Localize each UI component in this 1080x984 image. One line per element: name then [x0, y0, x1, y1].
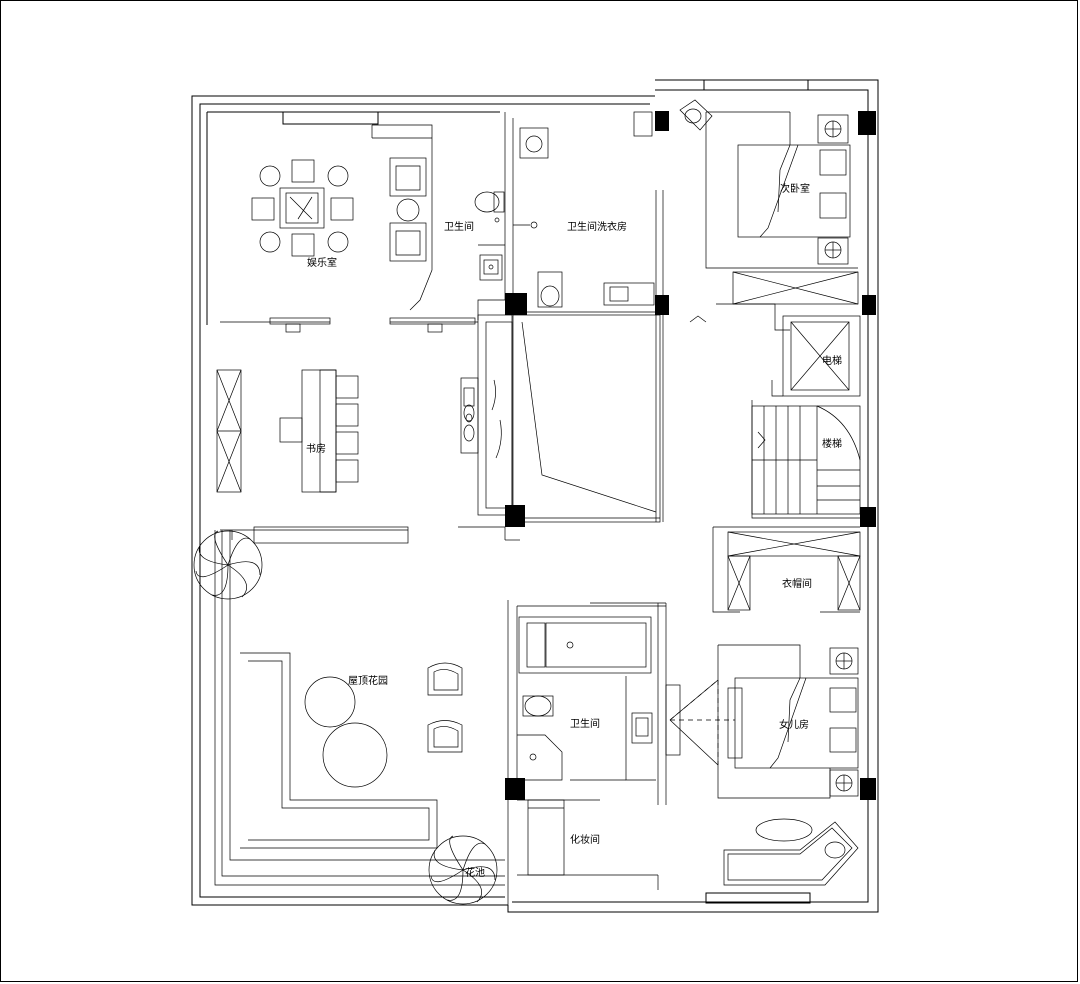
plant-s — [428, 835, 498, 905]
structural-columns — [505, 111, 876, 800]
elevator-stairs — [751, 315, 861, 519]
label-study: 书房 — [306, 442, 326, 455]
label-elevator: 电梯 — [822, 354, 842, 367]
label-bath-laundry: 卫生间洗衣房 — [567, 220, 627, 233]
daughter-room — [669, 644, 859, 886]
roof-garden — [214, 530, 505, 886]
south-bathroom — [507, 600, 681, 905]
second-bedroom — [679, 99, 859, 331]
label-dressing: 化妆间 — [570, 833, 600, 846]
label-second-bedroom: 次卧室 — [780, 182, 810, 195]
outer-walls — [191, 79, 879, 913]
label-bathroom-nw: 卫生间 — [444, 220, 474, 233]
plant-nw — [193, 530, 263, 600]
label-daughter-room: 女儿房 — [779, 718, 809, 731]
laundry-fixtures — [513, 111, 655, 308]
label-cloakroom: 衣帽间 — [782, 577, 812, 590]
interior-walls — [220, 112, 707, 544]
cloakroom — [712, 526, 861, 613]
lounge-seats — [389, 157, 427, 262]
label-flower-pond: 花池 — [465, 866, 485, 879]
room-labels: 娱乐室 卫生间 卫生间洗衣房 次卧室 电梯 楼梯 书房 衣帽间 屋顶花园 卫生间… — [306, 182, 842, 879]
study-furniture — [216, 369, 502, 493]
label-roof-garden: 屋顶花园 — [348, 674, 388, 687]
label-entertainment: 娱乐室 — [307, 256, 337, 269]
nw-bathroom-fixtures — [474, 191, 505, 281]
label-stairs: 楼梯 — [822, 437, 842, 450]
label-bathroom-s: 卫生间 — [570, 717, 600, 730]
mahjong-table — [251, 159, 354, 257]
stair-treads — [757, 405, 861, 514]
